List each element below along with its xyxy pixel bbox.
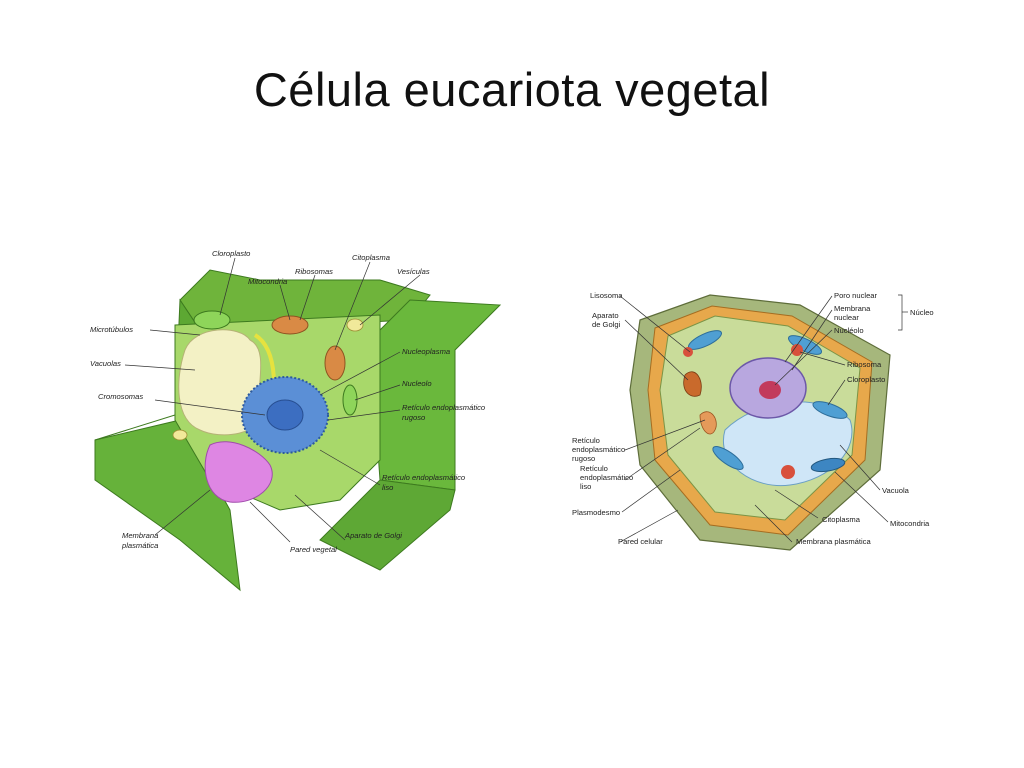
label-rer-line1: Retículo endoplasmático bbox=[402, 403, 485, 412]
label-nucleolo: Nucléolo bbox=[834, 326, 864, 335]
golgi-apparatus bbox=[204, 441, 273, 503]
label-vacuolas: Vacuolas bbox=[90, 359, 121, 368]
label-citoplasma: Citoplasma bbox=[822, 515, 861, 524]
label-rel-line3: liso bbox=[580, 482, 591, 491]
label-membrana-line2: plasmática bbox=[121, 541, 158, 550]
label-rer-line2: endoplasmático bbox=[572, 445, 625, 454]
label-mitocondria: Mitocondria bbox=[248, 277, 287, 286]
vesicle-1 bbox=[346, 318, 364, 332]
label-mitocondria: Mitocondria bbox=[890, 519, 930, 528]
label-rer-line2: rugoso bbox=[402, 413, 425, 422]
label-cromosomas: Cromosomas bbox=[98, 392, 143, 401]
ribosome-1 bbox=[791, 344, 803, 356]
label-rel-line2: endoplasmático bbox=[580, 473, 633, 482]
endoplasmic-reticulum bbox=[699, 411, 717, 435]
chloroplast-3 bbox=[712, 446, 744, 470]
mitochondrion-1 bbox=[271, 315, 309, 335]
cell-wall-right-front bbox=[319, 479, 456, 571]
label-rer-line3: rugoso bbox=[572, 454, 595, 463]
ribosome-3 bbox=[683, 347, 693, 357]
label-microtubulos: Microtúbulos bbox=[90, 325, 133, 334]
chloroplast-2 bbox=[342, 384, 358, 416]
vesicle-2 bbox=[172, 429, 188, 441]
label-vacuola: Vacuola bbox=[882, 486, 910, 495]
label-pared-vegetal: Pared vegetal bbox=[290, 545, 337, 554]
left-plant-cell-diagram: Cloroplasto Citoplasma Ribosomas Mitocon… bbox=[90, 249, 502, 592]
label-membrana-plasmatica: Membrana plasmática bbox=[796, 537, 871, 546]
label-rer-line1: Retículo bbox=[572, 436, 600, 445]
label-nucleo: Núcleo bbox=[910, 308, 934, 317]
label-ribosoma: Ribosoma bbox=[847, 360, 882, 369]
label-vesiculas: Vesículas bbox=[397, 267, 430, 276]
label-golgi: Aparato de Golgi bbox=[344, 531, 402, 540]
label-aparato-line1: Aparato bbox=[592, 311, 619, 320]
ribosome-2 bbox=[781, 465, 795, 479]
chloroplast-2 bbox=[812, 401, 848, 419]
label-rel-line1: Retículo endoplasmático bbox=[382, 473, 465, 482]
label-lisosoma: Lisosoma bbox=[590, 291, 623, 300]
right-plant-cell-diagram: Lisosoma Aparato de Golgi Poro nuclear M… bbox=[572, 291, 934, 551]
label-nucleolo: Nucleolo bbox=[402, 379, 432, 388]
label-ribosomas: Ribosomas bbox=[295, 267, 333, 276]
mitochondrion bbox=[810, 457, 846, 473]
label-aparato-line2: de Golgi bbox=[592, 320, 621, 329]
label-plasmodesmo: Plasmodesmo bbox=[572, 508, 620, 517]
label-poro-nuclear: Poro nuclear bbox=[834, 291, 878, 300]
label-nucleoplasma: Nucleoplasma bbox=[402, 347, 450, 356]
label-cloroplasto: Cloroplasto bbox=[212, 249, 250, 258]
label-rel-line1: Retículo bbox=[580, 464, 608, 473]
golgi bbox=[683, 371, 702, 397]
label-cloroplasto: Cloroplasto bbox=[847, 375, 885, 384]
slide-title: Célula eucariota vegetal bbox=[253, 63, 771, 116]
label-rel-line2: liso bbox=[382, 483, 393, 492]
label-pared-celular: Pared celular bbox=[618, 537, 663, 546]
label-membrana-nuclear-line1: Membrana bbox=[834, 304, 871, 313]
chloroplast bbox=[193, 310, 231, 330]
label-membrana-line1: Membrana bbox=[122, 531, 158, 540]
nucleolus bbox=[266, 399, 304, 431]
label-citoplasma: Citoplasma bbox=[352, 253, 390, 262]
nucleolus bbox=[759, 381, 781, 399]
mitochondrion-2 bbox=[324, 345, 346, 381]
cell-wall-right bbox=[369, 299, 502, 491]
label-membrana-nuclear-line2: nuclear bbox=[834, 313, 859, 322]
